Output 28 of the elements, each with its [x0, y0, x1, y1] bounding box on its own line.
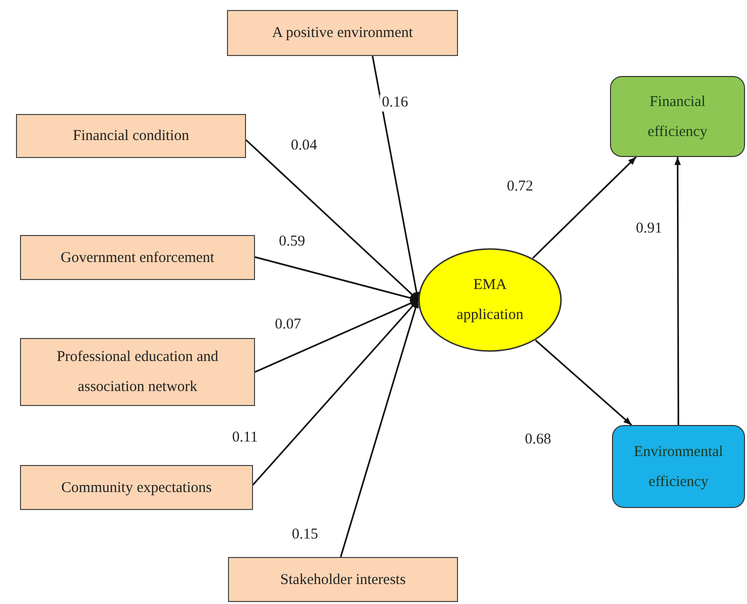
factor-box: [20, 235, 255, 280]
node-label: Stakeholder interests: [279, 570, 407, 590]
construct-ellipse: [418, 248, 562, 352]
factor-box: [20, 338, 255, 406]
node-label: Community expectations: [60, 478, 213, 498]
node-label: Professional education and association network: [56, 348, 220, 397]
outcome-box: [610, 76, 745, 157]
node-label: A positive environment: [271, 24, 414, 43]
node-label: Government enforcement: [60, 248, 216, 268]
arrow: [535, 340, 632, 426]
factor-box: [227, 10, 458, 56]
arrow: [340, 300, 419, 558]
arrow: [674, 157, 681, 425]
edge-label: 0.16: [380, 94, 410, 112]
node-label: Environmental efficiency: [632, 442, 724, 492]
node-label: Financial efficiency: [646, 92, 708, 142]
arrow: [254, 256, 418, 302]
arrow: [372, 56, 420, 300]
arrow: [254, 299, 418, 373]
arrow: [252, 299, 419, 486]
arrow: [532, 156, 637, 259]
node-label: EMA application: [456, 276, 524, 325]
factor-box: [228, 557, 458, 602]
factor-box: [20, 465, 253, 510]
arrow: [245, 139, 419, 301]
node-label: Financial condition: [72, 127, 190, 146]
outcome-box: [612, 425, 745, 508]
factor-box: [16, 114, 246, 158]
